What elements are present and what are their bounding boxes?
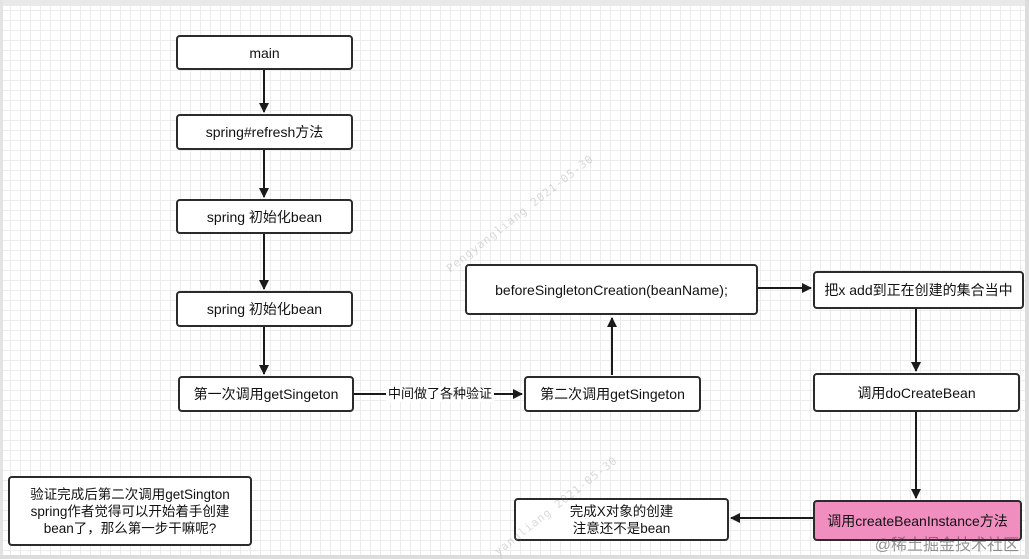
window-right-edge	[1025, 0, 1029, 559]
node-before-singleton-creation-label: beforeSingletonCreation(beanName);	[495, 281, 728, 298]
node-add-to-creating-set: 把x add到正在创建的集合当中	[813, 271, 1024, 309]
node-spring-refresh-label: spring#refresh方法	[205, 124, 324, 140]
edge-label-validation: 中间做了各种验证	[386, 386, 495, 402]
brand-watermark: @稀土掘金技术社区	[874, 537, 1019, 554]
window-top-edge	[0, 0, 1029, 6]
node-first-get-singleton-label: 第一次调用getSingeton	[193, 386, 339, 402]
window-left-edge	[0, 0, 3, 559]
node-second-get-singleton: 第二次调用getSingeton	[524, 376, 701, 412]
node-init-bean-2-label: spring 初始化bean	[206, 301, 323, 317]
node-create-bean-instance: 调用createBeanInstance方法	[813, 500, 1022, 541]
node-init-bean-1: spring 初始化bean	[176, 199, 353, 234]
node-add-to-creating-set-label: 把x add到正在创建的集合当中	[824, 282, 1013, 298]
node-before-singleton-creation: beforeSingletonCreation(beanName);	[465, 264, 758, 315]
note-line-2: spring作者觉得可以开始着手创建	[30, 503, 230, 519]
node-finish-object-creation: 完成X对象的创建 注意还不是bean	[514, 498, 729, 541]
node-main-label: main	[249, 44, 280, 61]
node-finish-object-creation-line1: 完成X对象的创建	[569, 503, 674, 519]
node-spring-refresh: spring#refresh方法	[176, 114, 353, 150]
node-second-get-singleton-label: 第二次调用getSingeton	[540, 386, 685, 402]
window-bottom-edge	[0, 555, 1029, 559]
node-main: main	[176, 35, 353, 70]
node-do-create-bean: 调用doCreateBean	[813, 373, 1020, 412]
node-create-bean-instance-label: 调用createBeanInstance方法	[827, 512, 1008, 529]
node-init-bean-1-label: spring 初始化bean	[206, 208, 323, 225]
node-first-get-singleton: 第一次调用getSingeton	[178, 376, 354, 412]
node-init-bean-2: spring 初始化bean	[176, 291, 353, 327]
node-finish-object-creation-line2: 注意还不是bean	[572, 520, 671, 536]
note-line-1: 验证完成后第二次调用getSington	[30, 486, 230, 502]
note-line-3: bean了，那么第一步干嘛呢?	[43, 520, 217, 536]
note-second-call-explanation: 验证完成后第二次调用getSington spring作者觉得可以开始着手创建 …	[8, 476, 252, 546]
node-do-create-bean-label: 调用doCreateBean	[857, 384, 976, 401]
